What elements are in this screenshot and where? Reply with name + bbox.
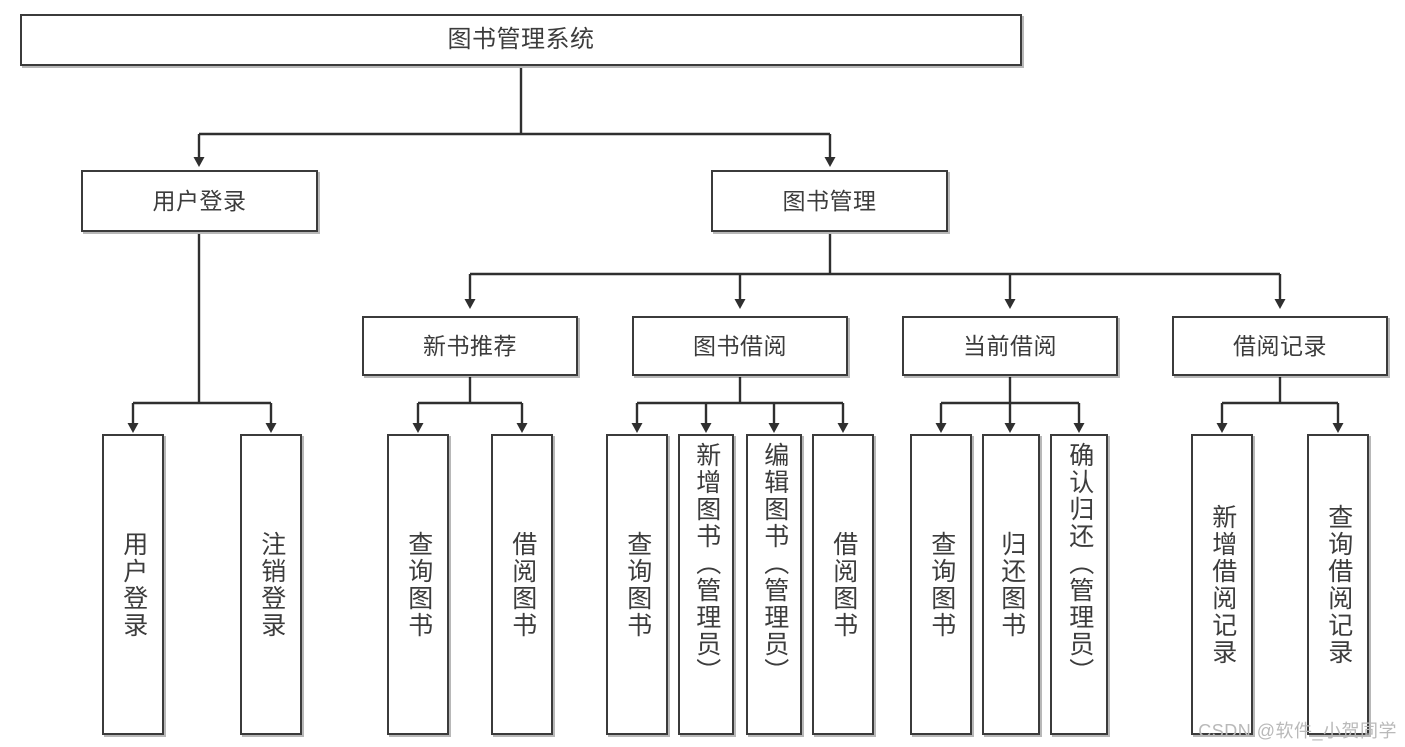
node-label: 图书管理系统 <box>447 26 595 54</box>
leaf-user-login[interactable]: 用户登录 <box>102 434 164 735</box>
leaf-query-book-current[interactable]: 查询图书 <box>910 434 972 735</box>
node-label: 图书管理 <box>782 187 877 214</box>
node-label: 确认归还（管理员） <box>1065 442 1094 685</box>
leaf-edit-book-admin[interactable]: 编辑图书（管理员） <box>746 434 802 735</box>
node-borrow-record[interactable]: 借阅记录 <box>1172 316 1388 376</box>
node-label: 新书推荐 <box>423 332 517 359</box>
node-label: 编辑图书（管理员） <box>760 442 789 685</box>
node-new-book-recommend[interactable]: 新书推荐 <box>362 316 578 376</box>
node-label: 查询图书 <box>623 530 652 639</box>
leaf-borrow-book-recommend[interactable]: 借阅图书 <box>491 434 553 735</box>
csdn-watermark: CSDN @软件_小贺同学 <box>1198 721 1397 741</box>
node-root-book-management-system[interactable]: 图书管理系统 <box>20 14 1022 66</box>
node-label: 新增借阅记录 <box>1208 503 1237 666</box>
node-label: 查询图书 <box>927 530 956 639</box>
leaf-borrow-book-borrow[interactable]: 借阅图书 <box>812 434 874 735</box>
node-label: 图书借阅 <box>693 332 787 359</box>
node-user-login[interactable]: 用户登录 <box>81 170 318 232</box>
node-label: 当前借阅 <box>963 332 1057 359</box>
node-label: 借阅图书 <box>829 530 858 639</box>
node-label: 查询图书 <box>404 530 433 639</box>
node-label: 查询借阅记录 <box>1324 503 1353 666</box>
leaf-query-book-borrow[interactable]: 查询图书 <box>606 434 668 735</box>
leaf-add-book-admin[interactable]: 新增图书（管理员） <box>678 434 734 735</box>
node-label: 归还图书 <box>997 530 1026 639</box>
node-label: 借阅记录 <box>1233 332 1327 359</box>
leaf-confirm-return-admin[interactable]: 确认归还（管理员） <box>1050 434 1108 735</box>
node-book-manage[interactable]: 图书管理 <box>711 170 948 232</box>
node-label: 用户登录 <box>152 187 247 214</box>
leaf-add-borrow-record[interactable]: 新增借阅记录 <box>1191 434 1253 735</box>
node-label: 新增图书（管理员） <box>692 442 721 685</box>
node-label: 借阅图书 <box>508 530 537 639</box>
node-book-borrow[interactable]: 图书借阅 <box>632 316 848 376</box>
leaf-query-borrow-record[interactable]: 查询借阅记录 <box>1307 434 1369 735</box>
node-label: 用户登录 <box>119 530 148 639</box>
leaf-logout-login[interactable]: 注销登录 <box>240 434 302 735</box>
leaf-query-book-recommend[interactable]: 查询图书 <box>387 434 449 735</box>
leaf-return-book[interactable]: 归还图书 <box>982 434 1040 735</box>
node-label: 注销登录 <box>257 530 286 639</box>
node-current-borrow[interactable]: 当前借阅 <box>902 316 1118 376</box>
